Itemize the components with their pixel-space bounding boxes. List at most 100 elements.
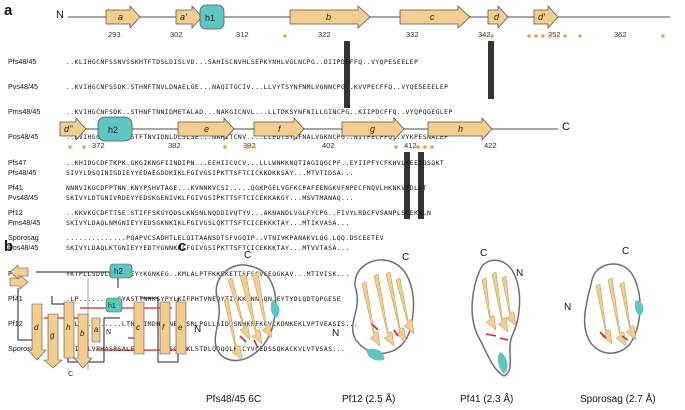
alignment-row: Pfs47..KHIDGCDFTKPK.GKGIKNGFIINDIPN...EE… [8, 157, 453, 167]
ss-label-e: e [204, 124, 209, 134]
strand-d-prime [533, 4, 559, 30]
seq-residues: SKIIVLVPHASRSALE.......QSGLIKLSTDLQDQQLK… [66, 345, 346, 354]
struct2-c-label: C [402, 252, 409, 263]
strand-d-double-prime [59, 116, 87, 142]
strand-e [177, 116, 235, 142]
topo-strand-d [27, 303, 47, 361]
res-num-293: 293 [108, 30, 121, 39]
helix-h1 [199, 4, 225, 30]
beta-strand [239, 273, 263, 345]
ss-label-c: c [430, 12, 435, 22]
highlight-dots-bottom [68, 145, 434, 149]
strand-b [289, 5, 371, 29]
struct1-c-label: C [244, 250, 251, 261]
res-num-322: 322 [318, 30, 331, 39]
topo-strand-e [175, 301, 187, 355]
seq-residues: .LP.........GYASTTNHKSYPYLKIFPHTVNEQYTIC… [66, 294, 342, 303]
ss-label-a-prime: a' [180, 12, 187, 22]
seq-residues: ..............PQAPVCSADHTLELQITAANSDTSFV… [66, 234, 385, 243]
alignment-row: Sporosag ..............PQAPVCSADHTLELQITA… [8, 233, 453, 243]
strand-a-prime [175, 4, 203, 30]
seq-residues: SKIVYLDAQLKTGNIEYYEDTYGNNKKLFGIVGSIPKTTS… [66, 244, 350, 253]
structure-pf41: C N [471, 248, 523, 377]
res-num-422: 422 [484, 141, 497, 150]
topology-diagram: h2 h1 d g h b a c f e N C [9, 263, 188, 378]
topo-strand-b [73, 313, 93, 369]
ss-label-h2: h2 [108, 125, 118, 135]
ss-label-d-double-prime: d'' [64, 124, 73, 134]
topo-label-e: e [178, 323, 183, 332]
struct2-n-label: N [332, 328, 339, 339]
highlight-dots-top [283, 34, 665, 38]
topo-label-c: c [136, 323, 140, 332]
res-num-392: 392 [243, 141, 256, 150]
seq-residues: SKIVYLDTGNIVRDEYYEDSKGENIVKLFGIVGSIPKTTS… [66, 194, 354, 203]
seq-name: Pvs48/45 [8, 82, 38, 92]
seq-residues: ..KVIHGCNFSSDK.STHNFTNVLDNAELGE...NAQITG… [66, 83, 449, 92]
seq-name: Sporosag [8, 233, 39, 243]
topo-label-d: d [34, 323, 39, 332]
disulfide-bond [239, 335, 259, 349]
ss-label-f: f [278, 124, 282, 134]
alignment-row: Pf41.LP.........GYASTTNHKSYPYLKIFPHTVNEQ… [8, 294, 358, 303]
strand-d [487, 4, 509, 30]
res-num-332: 332 [406, 30, 419, 39]
seq-name: Pos48/45 [8, 132, 39, 142]
ss-label-g: g [370, 124, 375, 134]
ss-strip-bottom: d'' h2 e f g h [59, 116, 558, 142]
beta-strand [595, 283, 613, 345]
struct4-n-label: N [564, 302, 571, 313]
structure-renderings: C N C N C N C N [194, 246, 644, 377]
helix-segment [634, 300, 644, 316]
ss-label-d-prime: d' [538, 12, 545, 22]
beta-strand [481, 277, 497, 331]
panel-a-letter: a [4, 2, 13, 19]
orange-dot-row-top [283, 34, 665, 38]
seq-residues: ..KVIHGCNFSPGD.STFTNVIDNLDLSLSE...NAHITC… [66, 133, 449, 142]
alignment-row: Pos48/45 ..KVIHGCNFSPGD.STFTNVIDNLDLSLSE.… [8, 132, 453, 142]
helix-h2 [97, 116, 133, 142]
beta-strand [491, 271, 509, 333]
disulfide-bond [599, 331, 629, 341]
topo-label-h: h [66, 323, 71, 332]
alignment-row: Pvs48/45 ..KVIHGCNFSSDK.STHNFTNVLDNAELGE.… [8, 82, 453, 92]
topo-label-g: g [50, 331, 55, 340]
beta-strand [395, 277, 415, 335]
beta-strand [385, 271, 407, 343]
helix-segment [366, 348, 385, 361]
ss-c-terminus-bottom: C [562, 121, 570, 133]
strand-h [427, 116, 493, 142]
structure-sporosag: C N [564, 246, 644, 354]
structure-caption-pf41: Pf41 (2.3 Å) [460, 394, 514, 405]
topo-label-a: a [94, 325, 99, 334]
topo-strand-c [133, 301, 145, 355]
seq-name: Pos48/45 [8, 243, 39, 253]
seq-name: Pms48/45 [8, 107, 41, 117]
beta-strand [607, 277, 627, 347]
beta-strand [223, 297, 243, 361]
topo-label-b: b [80, 329, 85, 338]
topo-strand-f [159, 301, 171, 355]
ss-strip-top: a a' h1 b c d d' [68, 4, 670, 30]
strand-c [399, 5, 471, 29]
disulfide-bond [485, 333, 509, 341]
topo-helix-h2 [109, 263, 133, 279]
structure-caption-pf12: Pf12 (2.5 Å) [342, 394, 396, 405]
conserved-column-highlights-bottom [404, 152, 424, 219]
ss-label-a: a [118, 12, 123, 22]
res-num-352: 352 [548, 30, 561, 39]
beta-strand [501, 275, 517, 327]
struct3-c-label: C [480, 248, 487, 259]
alignment-row: Pf12..KKVKGCDFTTSE.STIFFSKGYDDSLKNSNLNQD… [8, 208, 453, 217]
seq-name: Pfs47 [8, 157, 27, 167]
struct3-n-label: N [516, 268, 523, 279]
seq-name: Pvs48/45 [8, 193, 38, 203]
conserved-column-highlights-top [344, 41, 494, 108]
topo-label-f: f [162, 323, 165, 332]
